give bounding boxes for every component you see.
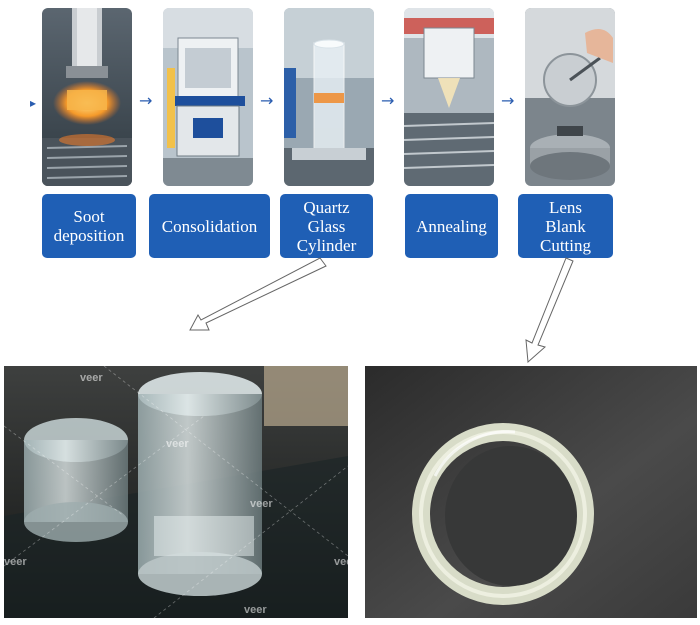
lens-blank-photo bbox=[365, 366, 697, 618]
watermark: veer bbox=[4, 556, 27, 568]
lens-cutting-photo bbox=[525, 8, 615, 186]
annealing-photo bbox=[404, 8, 494, 186]
step-label-consolidation: Consolidation bbox=[149, 194, 270, 258]
quartz-cylinder-photo bbox=[284, 8, 374, 186]
flow-arrow-icon: → bbox=[501, 91, 515, 110]
flow-arrow-icon: → bbox=[260, 91, 274, 110]
flow-arrow-icon: → bbox=[381, 91, 395, 110]
connector-arrow-right-icon bbox=[525, 257, 574, 364]
step-label-soot-deposition: Soot deposition bbox=[42, 194, 136, 258]
watermark: veer bbox=[80, 372, 103, 384]
watermark: veer bbox=[166, 438, 189, 450]
connector-arrow-left-icon bbox=[189, 257, 327, 331]
step-label-quartz-glass-cylinder: Quartz Glass Cylinder bbox=[280, 194, 373, 258]
step-label-lens-blank-cutting: Lens Blank Cutting bbox=[518, 194, 613, 258]
start-arrow-icon: ▸ bbox=[30, 96, 37, 110]
watermark: veer bbox=[250, 498, 273, 510]
watermark: veer bbox=[244, 604, 267, 616]
soot-deposition-photo bbox=[42, 8, 132, 186]
step-label-annealing: Annealing bbox=[405, 194, 498, 258]
consolidation-photo bbox=[163, 8, 253, 186]
flow-arrow-icon: → bbox=[139, 91, 153, 110]
watermark: veer bbox=[334, 556, 348, 568]
quartz-blocks-photo: veer veer veer veer veer veer bbox=[4, 366, 348, 618]
